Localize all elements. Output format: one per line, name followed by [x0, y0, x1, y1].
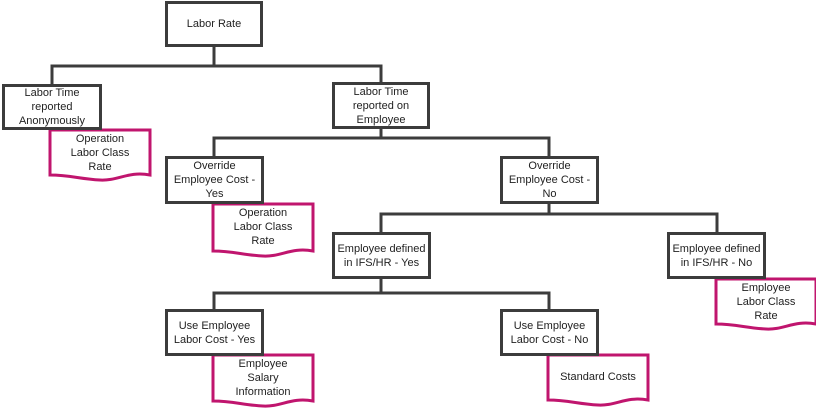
node-override-cost-no: Override Employee Cost - No: [500, 156, 599, 204]
node-labor-time-anonymous: Labor Time reported Anonymously: [2, 84, 102, 130]
document-shape-salary: [211, 353, 315, 408]
node-label: Override Employee Cost - Yes: [173, 160, 256, 200]
document-standard-costs: Standard Costs: [548, 356, 648, 398]
node-label: Employee defined in IFS/HR - No: [672, 242, 761, 269]
connectors: [50, 44, 719, 312]
node-use-employee-cost-yes: Use Employee Labor Cost - Yes: [165, 309, 264, 356]
node-label: Labor Time reported Anonymously: [18, 87, 86, 127]
document-shapes: [48, 128, 816, 408]
node-labor-time-on-employee: Labor Time reported on Employee: [332, 82, 430, 129]
node-label: Use Employee Labor Cost - No: [510, 319, 589, 346]
node-employee-hr-yes: Employee defined in IFS/HR - Yes: [332, 232, 431, 279]
node-labor-rate: Labor Rate: [165, 1, 263, 47]
document-shape-emp-rate: [714, 277, 816, 331]
node-label: Labor Time reported on Employee: [352, 85, 410, 126]
document-label: Standard Costs: [560, 371, 636, 383]
document-operation-labor-class-rate-2: Operation Labor Class Rate: [223, 204, 303, 250]
document-label: Operation Labor Class Rate: [70, 132, 130, 173]
document-shape-standard: [546, 353, 650, 407]
node-override-cost-yes: Override Employee Cost - Yes: [165, 156, 264, 204]
document-label: Employee Labor Class Rate: [736, 281, 796, 322]
document-operation-labor-class-rate-1: Operation Labor Class Rate: [60, 130, 140, 175]
node-employee-hr-no: Employee defined in IFS/HR - No: [667, 232, 766, 279]
document-employee-labor-class-rate: Employee Labor Class Rate: [726, 279, 806, 324]
document-shape-op-rate-1: [48, 128, 152, 182]
document-shape-op-rate-2: [211, 202, 315, 258]
node-label: Labor Rate: [186, 18, 242, 30]
document-label: Operation Labor Class Rate: [233, 207, 293, 247]
node-use-employee-cost-no: Use Employee Labor Cost - No: [500, 309, 599, 356]
node-label: Override Employee Cost - No: [508, 160, 591, 200]
document-label: Employee Salary Information: [235, 357, 291, 398]
node-label: Employee defined in IFS/HR - Yes: [337, 242, 426, 269]
document-employee-salary-information: Employee Salary Information: [223, 355, 303, 400]
node-label: Use Employee Labor Cost - Yes: [173, 319, 256, 346]
